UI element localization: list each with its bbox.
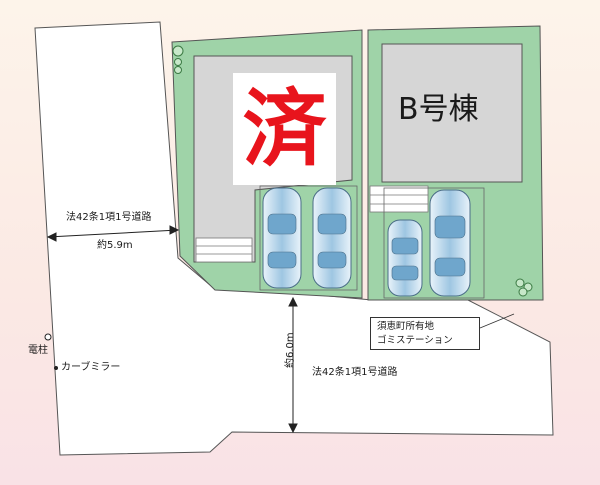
utility-pole-marker bbox=[44, 333, 52, 341]
steps-a bbox=[195, 237, 253, 263]
sold-label: 済 bbox=[242, 80, 327, 178]
curve-mirror-marker bbox=[54, 366, 58, 370]
bottom-road-label: 法42条1項1号道路 bbox=[312, 367, 398, 378]
utility-pole-label: 電柱 bbox=[28, 345, 48, 356]
car-icon bbox=[429, 189, 471, 297]
building-b-label: B号棟 bbox=[398, 92, 479, 127]
gomi-station-label: ゴミステーション bbox=[377, 335, 453, 346]
left-road-label: 法42条1項1号道路 bbox=[66, 212, 152, 223]
left-road-width: 約5.9m bbox=[97, 240, 133, 251]
car-icon bbox=[262, 187, 302, 289]
car-icon bbox=[387, 219, 423, 297]
sold-stamp: 済 bbox=[233, 73, 336, 185]
dimension-left bbox=[46, 225, 180, 242]
car-icon bbox=[312, 187, 352, 289]
bottom-road-width: 約6.0m bbox=[285, 332, 296, 368]
gomi-owner-label: 須恵町所有地 bbox=[377, 321, 435, 332]
gomi-station-box: 須恵町所有地 ゴミステーション bbox=[370, 317, 480, 350]
steps-b bbox=[369, 185, 429, 213]
curve-mirror-label: カーブミラー bbox=[61, 362, 121, 373]
building-b bbox=[381, 43, 523, 183]
shrub-icon bbox=[172, 45, 533, 297]
dimension-bottom bbox=[288, 296, 298, 434]
